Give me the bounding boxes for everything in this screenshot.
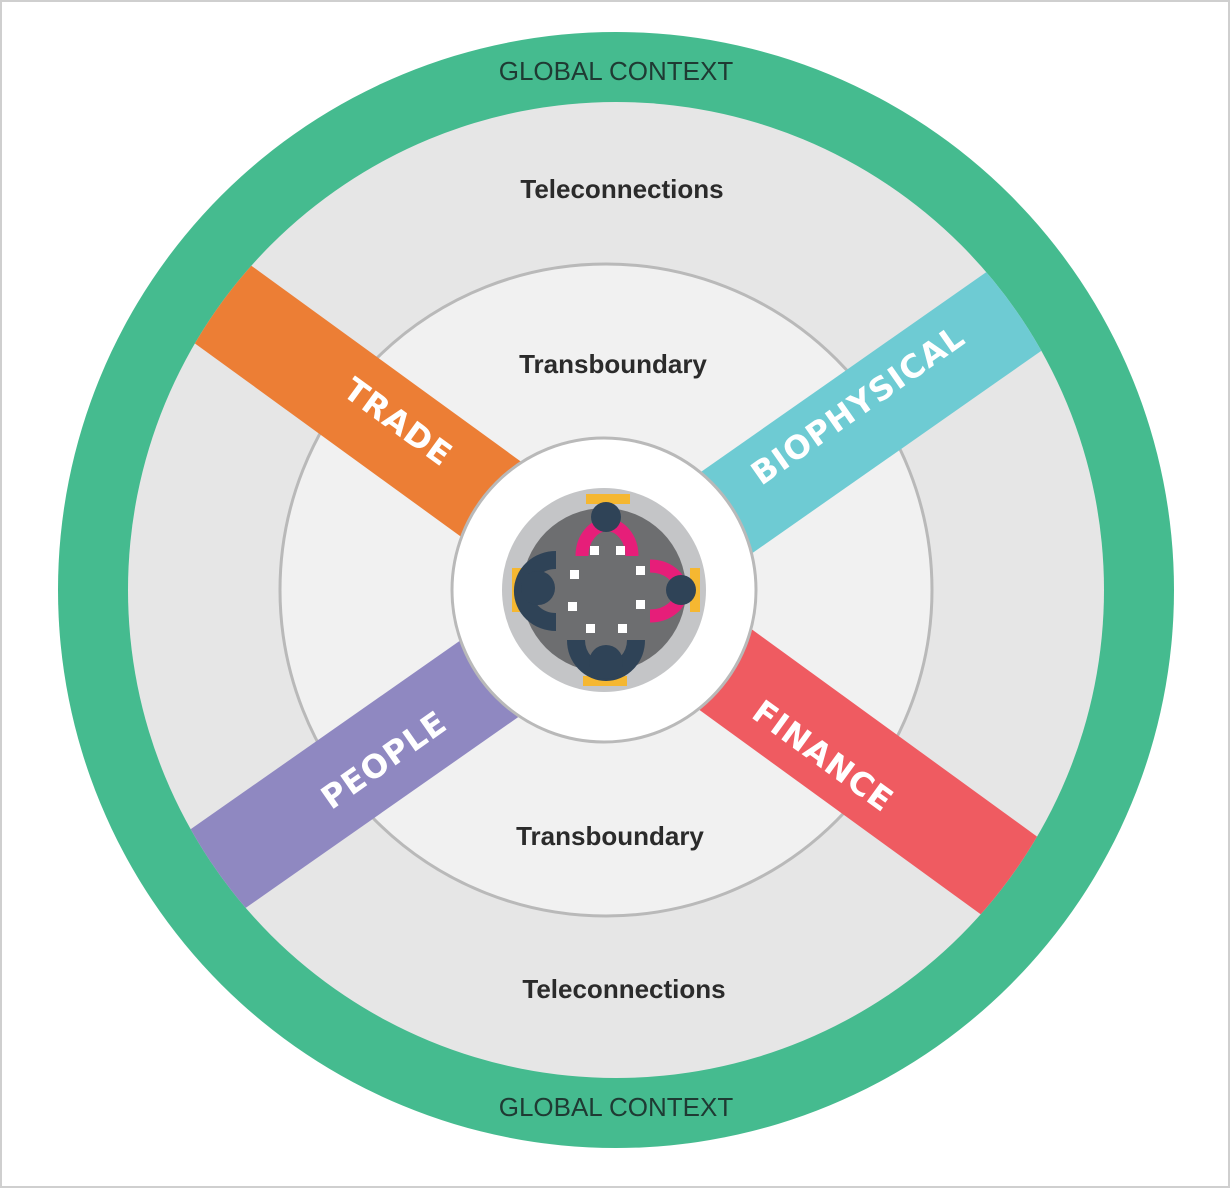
transboundary-label-top: Transboundary (519, 349, 707, 379)
teleconnections-label-bottom: Teleconnections (522, 974, 725, 1004)
meeting-table-icon (502, 488, 706, 692)
global-context-label-top: GLOBAL CONTEXT (499, 56, 734, 86)
teleconnections-label-top: Teleconnections (520, 174, 723, 204)
transboundary-label-bottom: Transboundary (516, 821, 704, 851)
global-context-label-bottom: GLOBAL CONTEXT (499, 1092, 734, 1122)
